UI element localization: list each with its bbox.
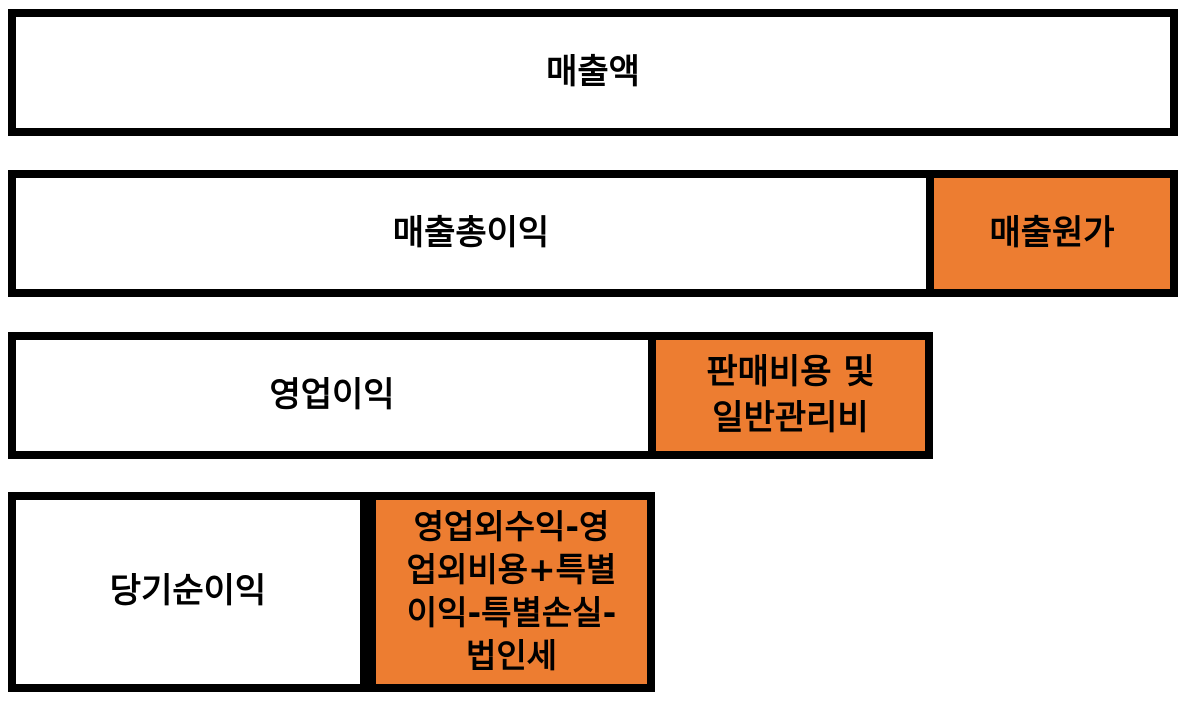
revenue-box: 매출액	[8, 9, 1178, 136]
non-operating-items-label: 영업외수익-영 업외비용+특별 이익-특별손실- 법인세	[406, 507, 617, 675]
net-income-box: 당기순이익	[8, 492, 368, 692]
revenue-label: 매출액	[546, 51, 640, 92]
gross-profit-box: 매출총이익	[8, 170, 934, 297]
net-income-label: 당기순이익	[109, 571, 267, 612]
operating-income-box: 영업이익	[8, 332, 656, 459]
gross-profit-label: 매출총이익	[392, 212, 550, 253]
non-operating-items-box: 영업외수익-영 업외비용+특별 이익-특별손실- 법인세	[368, 492, 655, 692]
operating-income-label: 영업이익	[269, 374, 395, 415]
sga-expenses-label: 판매비용 및 일반관리비	[706, 351, 875, 438]
cost-of-sales-label: 매출원가	[989, 212, 1115, 253]
sga-expenses-box: 판매비용 및 일반관리비	[648, 332, 933, 459]
cost-of-sales-box: 매출원가	[926, 170, 1178, 297]
